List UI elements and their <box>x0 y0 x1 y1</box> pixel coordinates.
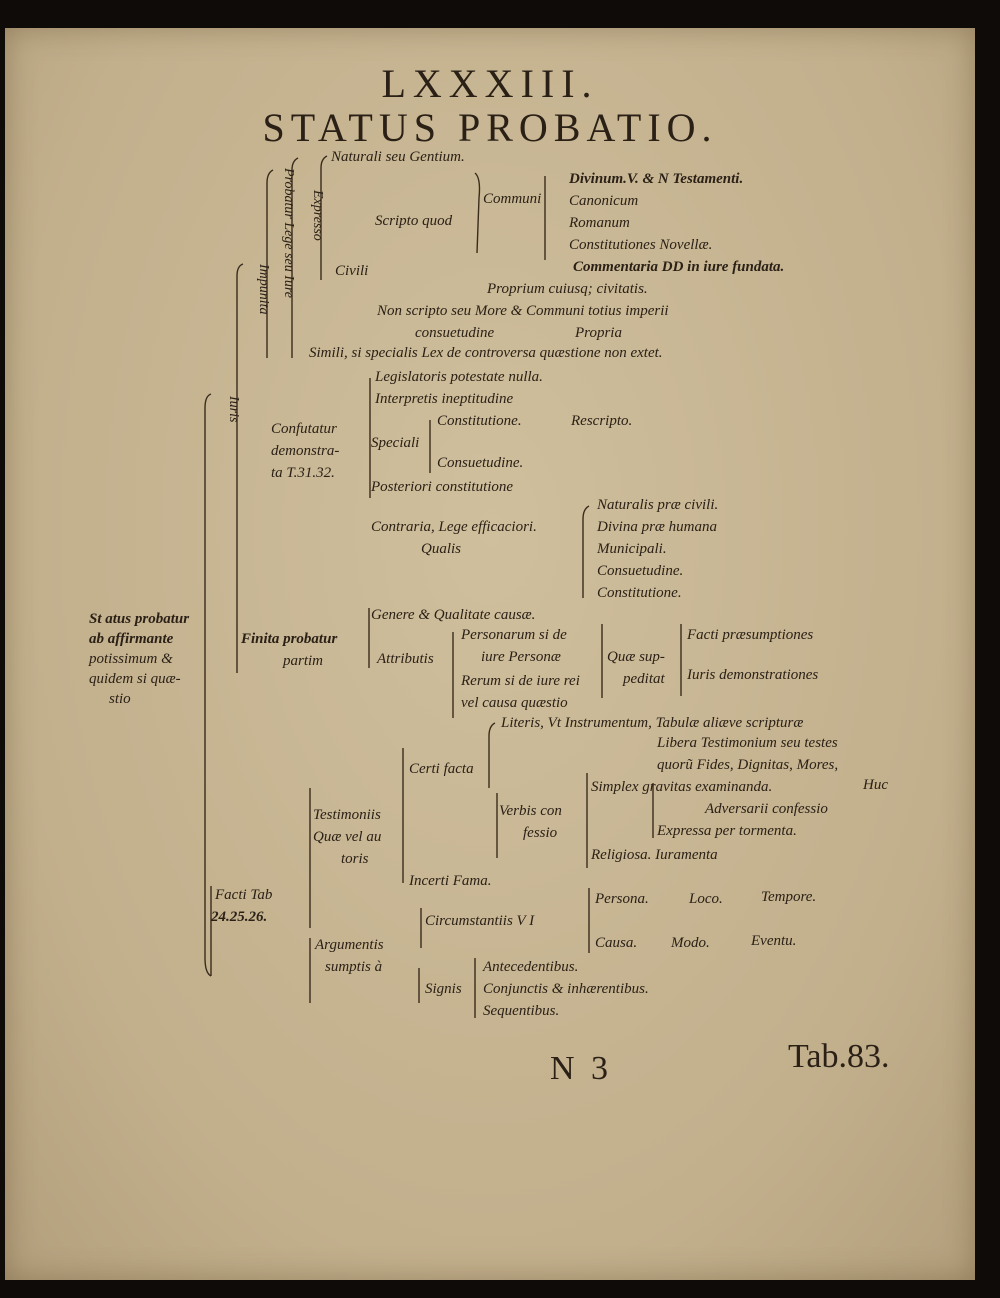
communi-item-3: Romanum <box>569 215 630 231</box>
legislatoris-text: Legislatoris potestate nulla. <box>375 369 543 385</box>
communi-text: Communi <box>483 191 542 207</box>
adversarii-text: Adversarii confessio <box>705 801 828 817</box>
communi-item-1: Divinum.V. & N Testamenti. <box>569 171 744 187</box>
simplex-text: Simplex gravitas examinanda. <box>591 779 773 795</box>
literis-text: Literis, Vt Instrumentum, Tabulæ aliæve … <box>501 715 804 731</box>
qualis-item-3: Municipali. <box>597 541 667 557</box>
quae-sup-line-2: peditat <box>623 671 665 687</box>
facti-tab-line-1: Facti Tab <box>215 887 273 903</box>
contraria-text: Contraria, Lege efficaciori. <box>371 519 537 535</box>
root-line-1: St atus probatur <box>89 611 190 627</box>
naturali-text: Naturali seu Gentium. <box>331 149 465 165</box>
religiosa-text: Religiosa. Iuramenta <box>591 847 718 863</box>
expresso-label: Expresso <box>310 190 325 241</box>
proprium-text: Proprium cuiusq; civitatis. <box>487 281 648 297</box>
circumstantiis-text: Circumstantiis V I <box>425 913 535 929</box>
causa-text: Causa. <box>595 935 638 951</box>
persona-text: Persona. <box>595 891 649 907</box>
communi-item-4: Constitutiones Novellæ. <box>569 237 713 253</box>
communi-item-2: Canonicum <box>569 193 639 209</box>
libera-text: Libera Testimonium seu testes <box>657 735 838 751</box>
qualis-item-5: Constitutione. <box>597 585 682 601</box>
root-line-2: ab affirmante <box>89 631 174 647</box>
personarum-line-1: Personarum si de <box>461 627 567 643</box>
root-line-5: stio <box>109 691 131 707</box>
qualis-item-2: Divina præ humana <box>597 519 717 535</box>
quorum-text: quorũ Fides, Dignitas, Mores, <box>657 757 839 773</box>
incerti-text: Incerti Fama. <box>409 873 492 889</box>
finita-line-2: partim <box>283 653 324 669</box>
rescripto-text: Rescripto. <box>571 413 633 429</box>
consuetudine2-text: Consuetudine. <box>437 455 524 471</box>
genere-text: Genere & Qualitate causæ. <box>371 607 536 623</box>
certi-facta-text: Certi facta <box>409 761 474 777</box>
root-line-4: quidem si quæ- <box>89 671 181 687</box>
rerum-line-2: vel causa quæstio <box>461 695 568 711</box>
tempore-text: Tempore. <box>761 889 817 905</box>
signis-item-2: Conjunctis & inhærentibus. <box>483 981 649 997</box>
attributis-text: Attributis <box>377 651 434 667</box>
verbis-line-2: fessio <box>523 825 558 841</box>
argumentis-line-2: sumptis à <box>325 959 383 975</box>
consuetudine-text: consuetudine <box>415 325 495 341</box>
signis-item-1: Antecedentibus. <box>483 959 579 975</box>
root-line-3: potissimum & <box>89 651 173 667</box>
verbis-line-1: Verbis con <box>499 803 562 819</box>
iuris-label: Iuris <box>226 396 241 423</box>
page-title: STATUS PROBATIO. <box>262 105 718 150</box>
confutatur-line-3: ta T.31.32. <box>271 465 335 481</box>
facti-tab-line-2: 24.25.26. <box>211 909 268 925</box>
speciali-text: Speciali <box>371 435 420 451</box>
posteriori-text: Posteriori constitutione <box>371 479 514 495</box>
rerum-line-1: Rerum si de iure rei <box>461 673 580 689</box>
qualis-item-1: Naturalis præ civili. <box>597 497 719 513</box>
personarum-line-2: iure Personæ <box>481 649 561 665</box>
qualis-item-4: Consuetudine. <box>597 563 684 579</box>
testimoniis-line-3: toris <box>341 851 369 867</box>
simili-text: Simili, si specialis Lex de controversa … <box>309 345 663 361</box>
signis-text: Signis <box>425 981 462 997</box>
testimoniis-line-2: Quæ vel au <box>313 829 382 845</box>
constitutione-text: Constitutione. <box>437 413 522 429</box>
finita-line-1: Finita probatur <box>241 631 338 647</box>
loco-text: Loco. <box>689 891 723 907</box>
confutatur-line-2: demonstra- <box>271 443 340 459</box>
confutatur-line-1: Confutatur <box>271 421 337 437</box>
scripto-text: Scripto quod <box>375 213 453 229</box>
interpretis-text: Interpretis ineptitudine <box>375 391 514 407</box>
signis-item-3: Sequentibus. <box>483 1003 560 1019</box>
tree-braces <box>204 155 682 1018</box>
argumentis-line-1: Argumentis <box>315 937 384 953</box>
testimoniis-line-1: Testimoniis <box>313 807 381 823</box>
modo-text: Modo. <box>671 935 710 951</box>
huc-text: Huc <box>863 777 888 793</box>
civili-text: Civili <box>335 263 369 279</box>
propria-text: Propria <box>575 325 622 341</box>
iuris-demonstrationes: Iuris demonstrationes <box>687 667 819 683</box>
facti-praesumptiones: Facti præsumptiones <box>687 627 814 643</box>
quae-sup-line-1: Quæ sup- <box>607 649 665 665</box>
tab-number: Tab.83. <box>788 1038 890 1075</box>
eventu-text: Eventu. <box>751 933 797 949</box>
expressa-text: Expressa per tormenta. <box>657 823 797 839</box>
commentaria-text: Commentaria DD in iure fundata. <box>573 259 785 275</box>
non-scripto-text: Non scripto seu More & Communi totius im… <box>377 303 669 319</box>
probatur-lege-label: Probatur Lege seu Iure <box>281 168 296 298</box>
plate-number: LXXXIII. <box>381 61 599 106</box>
impunita-label: Impunita <box>256 264 271 315</box>
qualis-text: Qualis <box>421 541 462 557</box>
signature-mark: N 3 <box>550 1050 613 1087</box>
book-page: LXXXIII. STATUS PROBATIO. <box>5 28 975 1280</box>
